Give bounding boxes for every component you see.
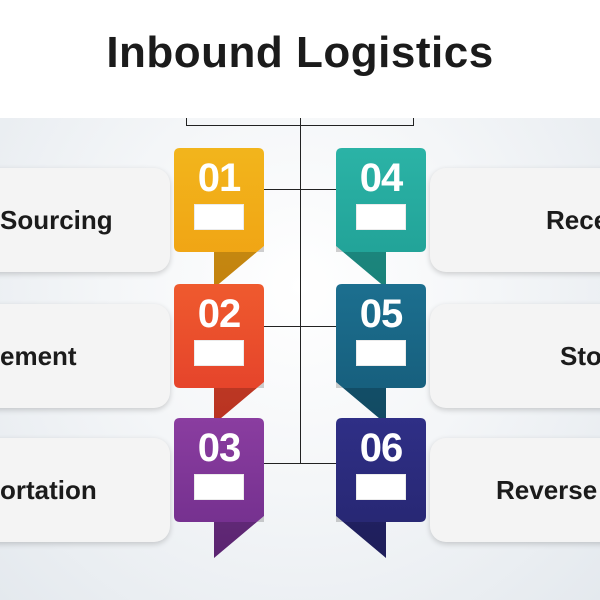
step-badge-03: 03 bbox=[174, 418, 264, 558]
step-card-04: Rece bbox=[430, 168, 600, 272]
bracket-right-tick bbox=[413, 118, 414, 125]
badge-fold-06 bbox=[336, 516, 386, 558]
step-label-02: ement bbox=[0, 340, 77, 371]
step-label-04: Rece bbox=[546, 204, 600, 235]
step-number-02: 02 bbox=[197, 292, 242, 336]
step-blank-05 bbox=[356, 340, 406, 366]
step-badge-05: 05 bbox=[336, 284, 426, 424]
badge-fold-01 bbox=[214, 246, 264, 288]
diagram-stage: Sourcing ement ortation Rece Sto Reverse… bbox=[0, 118, 600, 600]
connector-row-3 bbox=[262, 463, 340, 464]
step-label-01: Sourcing bbox=[0, 204, 113, 235]
step-blank-03 bbox=[194, 474, 244, 500]
step-number-05: 05 bbox=[359, 292, 404, 336]
step-label-03: ortation bbox=[0, 474, 97, 505]
step-badge-04: 04 bbox=[336, 148, 426, 288]
connector-row-2 bbox=[262, 326, 340, 327]
central-spine bbox=[300, 118, 301, 464]
step-blank-06 bbox=[356, 474, 406, 500]
step-badge-06: 06 bbox=[336, 418, 426, 558]
step-card-05: Sto bbox=[430, 304, 600, 408]
step-badge-02: 02 bbox=[174, 284, 264, 424]
bracket-left-tick bbox=[186, 118, 187, 125]
badge-fold-03 bbox=[214, 516, 264, 558]
step-card-02: ement bbox=[0, 304, 170, 408]
step-label-06: Reverse bbox=[496, 474, 598, 505]
badge-fold-05 bbox=[336, 382, 386, 424]
step-number-03: 03 bbox=[197, 426, 242, 470]
badge-fold-04 bbox=[336, 246, 386, 288]
badge-fold-02 bbox=[214, 382, 264, 424]
step-number-06: 06 bbox=[359, 426, 404, 470]
step-label-05: Sto bbox=[560, 340, 600, 371]
step-badge-01: 01 bbox=[174, 148, 264, 288]
step-card-06: Reverse bbox=[430, 438, 600, 542]
step-blank-01 bbox=[194, 204, 244, 230]
step-card-03: ortation bbox=[0, 438, 170, 542]
page-title: Inbound Logistics bbox=[106, 28, 494, 77]
step-blank-02 bbox=[194, 340, 244, 366]
step-card-01: Sourcing bbox=[0, 168, 170, 272]
step-number-04: 04 bbox=[359, 156, 404, 200]
header: Inbound Logistics bbox=[0, 0, 600, 118]
step-number-01: 01 bbox=[197, 156, 242, 200]
connector-row-1 bbox=[262, 189, 340, 190]
step-blank-04 bbox=[356, 204, 406, 230]
